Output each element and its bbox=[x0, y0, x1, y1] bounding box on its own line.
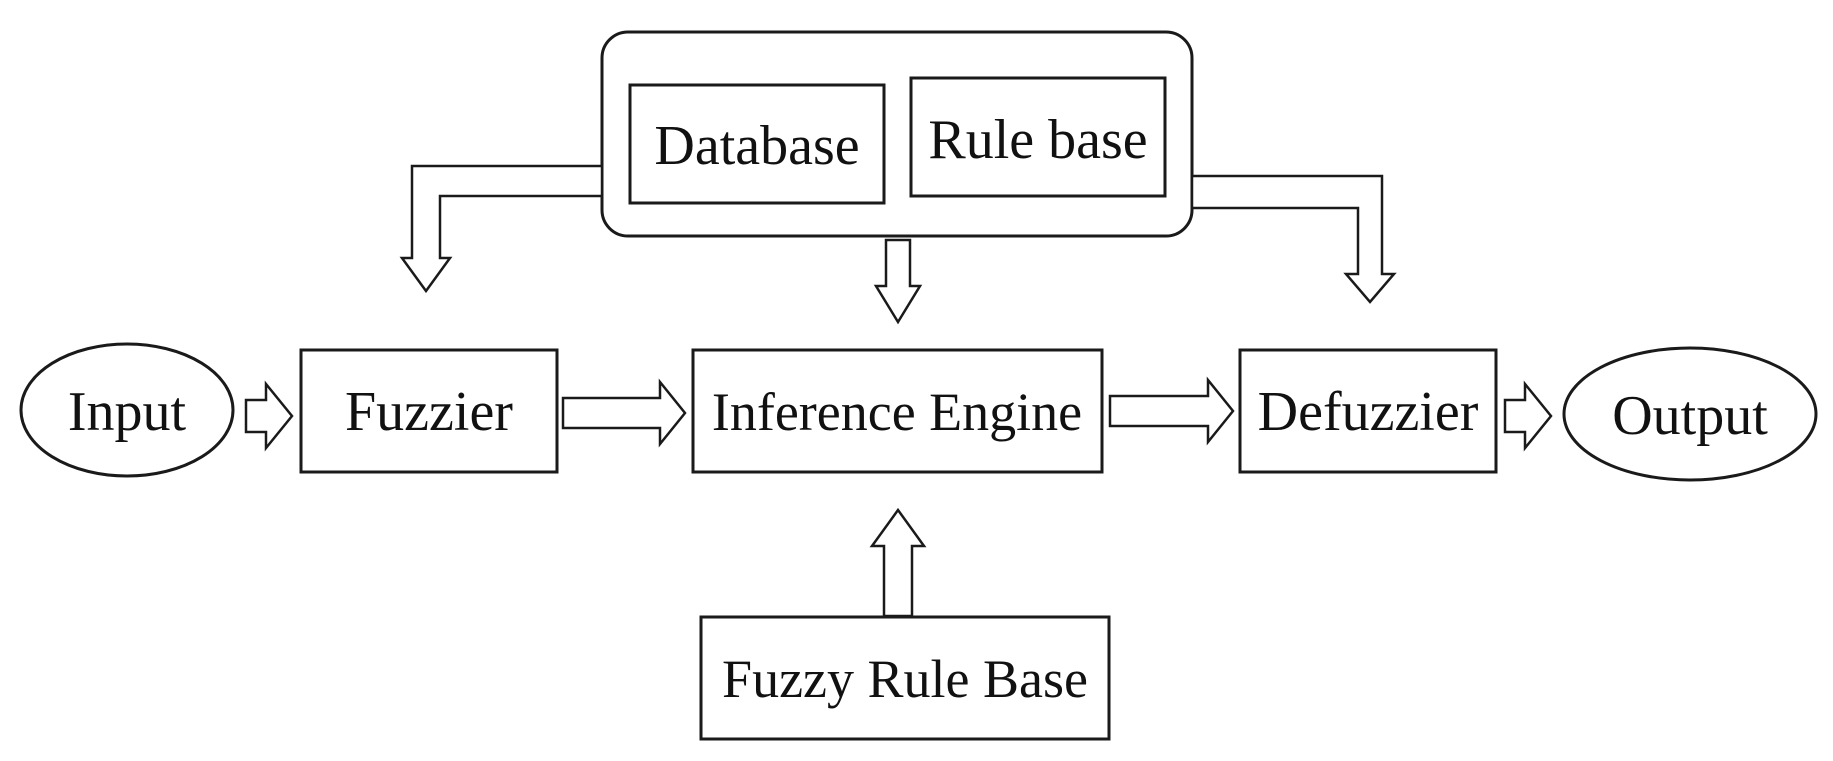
inference-to-defuzzier-arrow bbox=[1108, 376, 1235, 446]
rule-base-box bbox=[909, 76, 1167, 198]
defuzzier-box bbox=[1238, 348, 1498, 474]
fuzzier-to-inference-arrow bbox=[561, 378, 687, 448]
fuzzier-label: Fuzzier bbox=[345, 381, 513, 443]
inference-engine-box bbox=[691, 348, 1104, 474]
kb-to-fuzzier-arrow bbox=[399, 164, 604, 294]
database-label: Database bbox=[654, 115, 859, 177]
fuzzy-rule-base-label: Fuzzy Rule Base bbox=[722, 649, 1088, 709]
rulebase-to-inference-arrow bbox=[869, 507, 927, 618]
kb-to-defuzzier-arrow bbox=[1190, 174, 1397, 304]
output-ellipse bbox=[1562, 346, 1818, 482]
database-box bbox=[628, 83, 886, 205]
fuzzy-rule-base-box bbox=[699, 615, 1111, 741]
input-ellipse bbox=[19, 342, 235, 478]
defuzzier-label: Defuzzier bbox=[1258, 381, 1479, 443]
defuzzier-to-output-arrow bbox=[1503, 380, 1553, 452]
kb-to-inference-arrow bbox=[873, 238, 923, 325]
rule-base-label: Rule base bbox=[928, 109, 1147, 171]
input-label: Input bbox=[68, 381, 187, 443]
fuzzier-box bbox=[299, 348, 559, 474]
output-label: Output bbox=[1612, 385, 1768, 447]
input-to-fuzzier-arrow bbox=[244, 380, 294, 452]
inference-engine-label: Inference Engine bbox=[712, 382, 1082, 442]
